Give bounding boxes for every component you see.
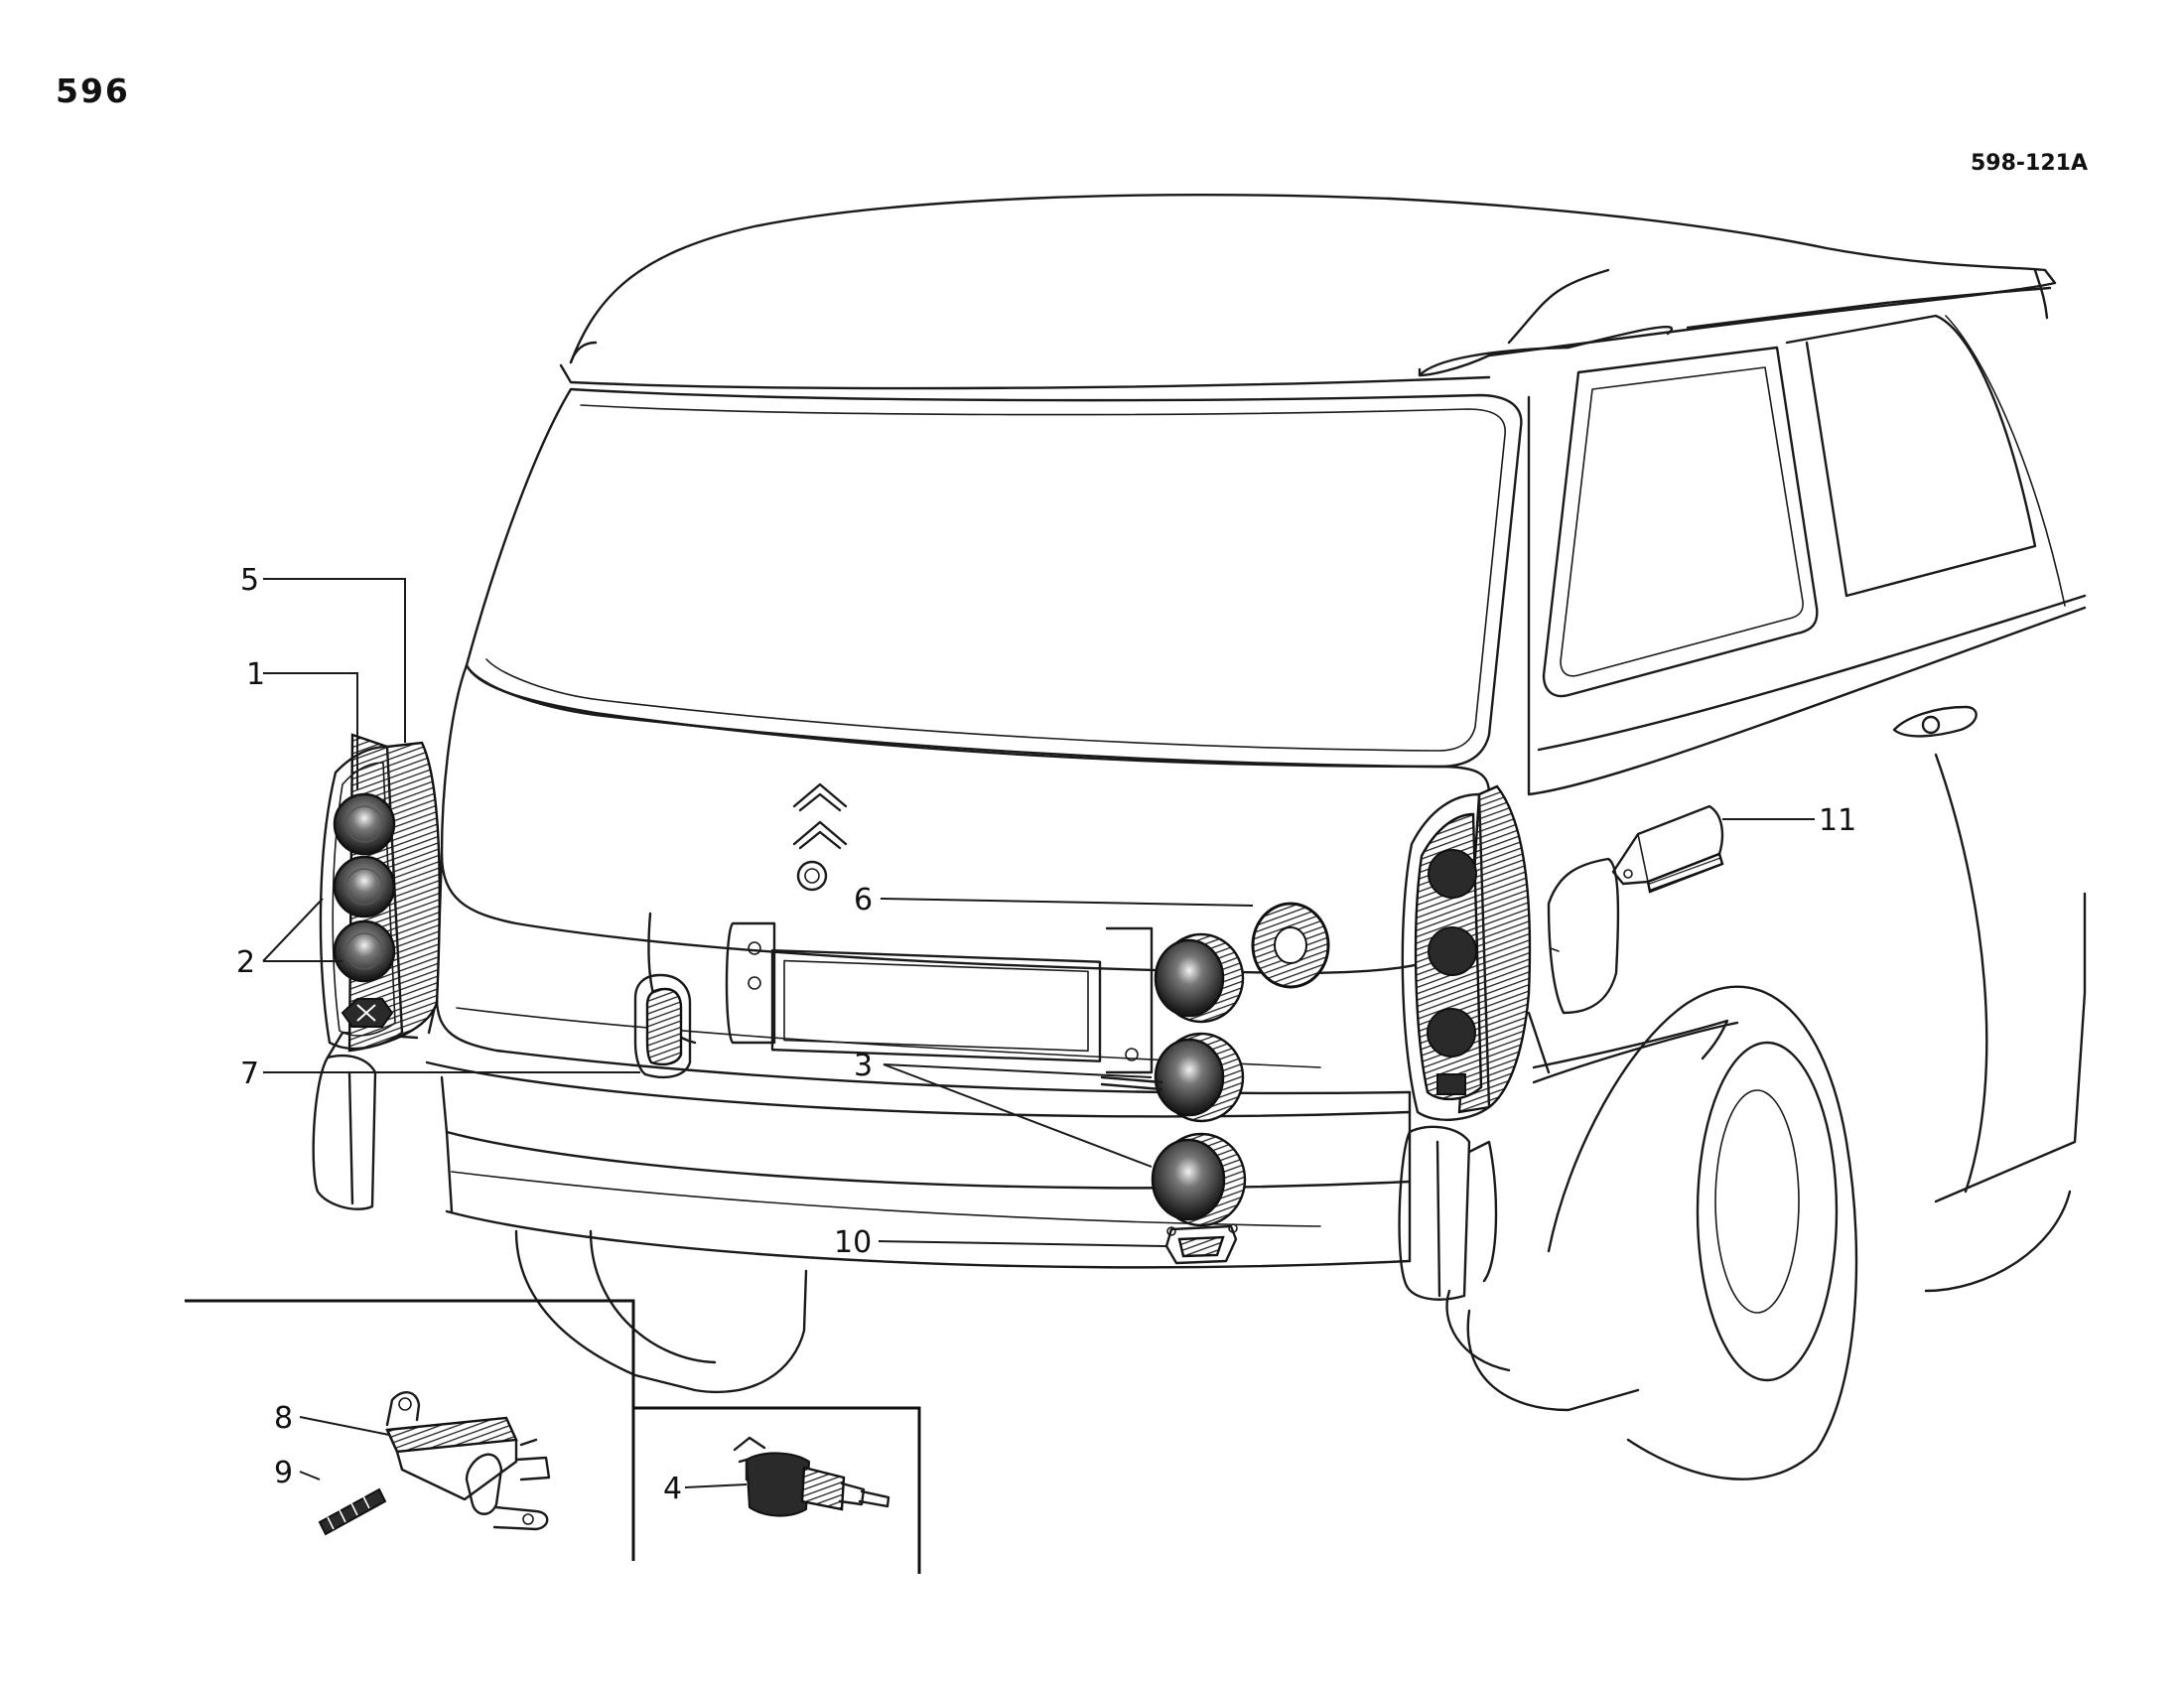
rear-window	[465, 387, 1523, 769]
callout-9: 9	[274, 1456, 293, 1490]
rear-wheel	[1445, 985, 1858, 1480]
inset-frame	[185, 1299, 921, 1574]
loose-parts	[633, 902, 1330, 1265]
side-marker-lamp	[1611, 804, 1724, 894]
callout-5: 5	[240, 563, 259, 598]
lamp-unit-middle	[1154, 1032, 1245, 1123]
callout-7: 7	[240, 1057, 259, 1091]
body-side	[1527, 395, 2087, 1293]
callout-4: 4	[663, 1472, 682, 1506]
lamp-unit-top	[1154, 932, 1245, 1024]
callout-labels: 5 1 2 7 6 3 10 11 8 9 4	[236, 563, 1856, 1506]
tailgate	[312, 663, 1498, 1394]
callout-1: 1	[246, 657, 265, 692]
left-tail-lamp	[319, 733, 441, 1053]
plate-lamp	[1164, 1223, 1238, 1265]
callout-11: 11	[1819, 803, 1856, 838]
reference-code: 598-121A	[1971, 151, 2089, 176]
callout-2: 2	[236, 945, 255, 980]
inset-switch	[318, 1391, 551, 1536]
leader-lines	[262, 578, 1815, 1488]
reversing-lamp	[633, 973, 692, 1078]
right-tail-lamp	[1401, 784, 1532, 1121]
callout-10: 10	[834, 1225, 872, 1260]
roof	[559, 194, 2057, 390]
lamp-unit-bottom	[1151, 1132, 1247, 1227]
callout-6: 6	[854, 883, 873, 917]
callout-8: 8	[274, 1401, 293, 1436]
page-number: 596	[56, 71, 130, 110]
side-windows	[1542, 314, 2066, 698]
callout-3: 3	[854, 1049, 873, 1083]
inset-stop-switch	[733, 1436, 890, 1517]
